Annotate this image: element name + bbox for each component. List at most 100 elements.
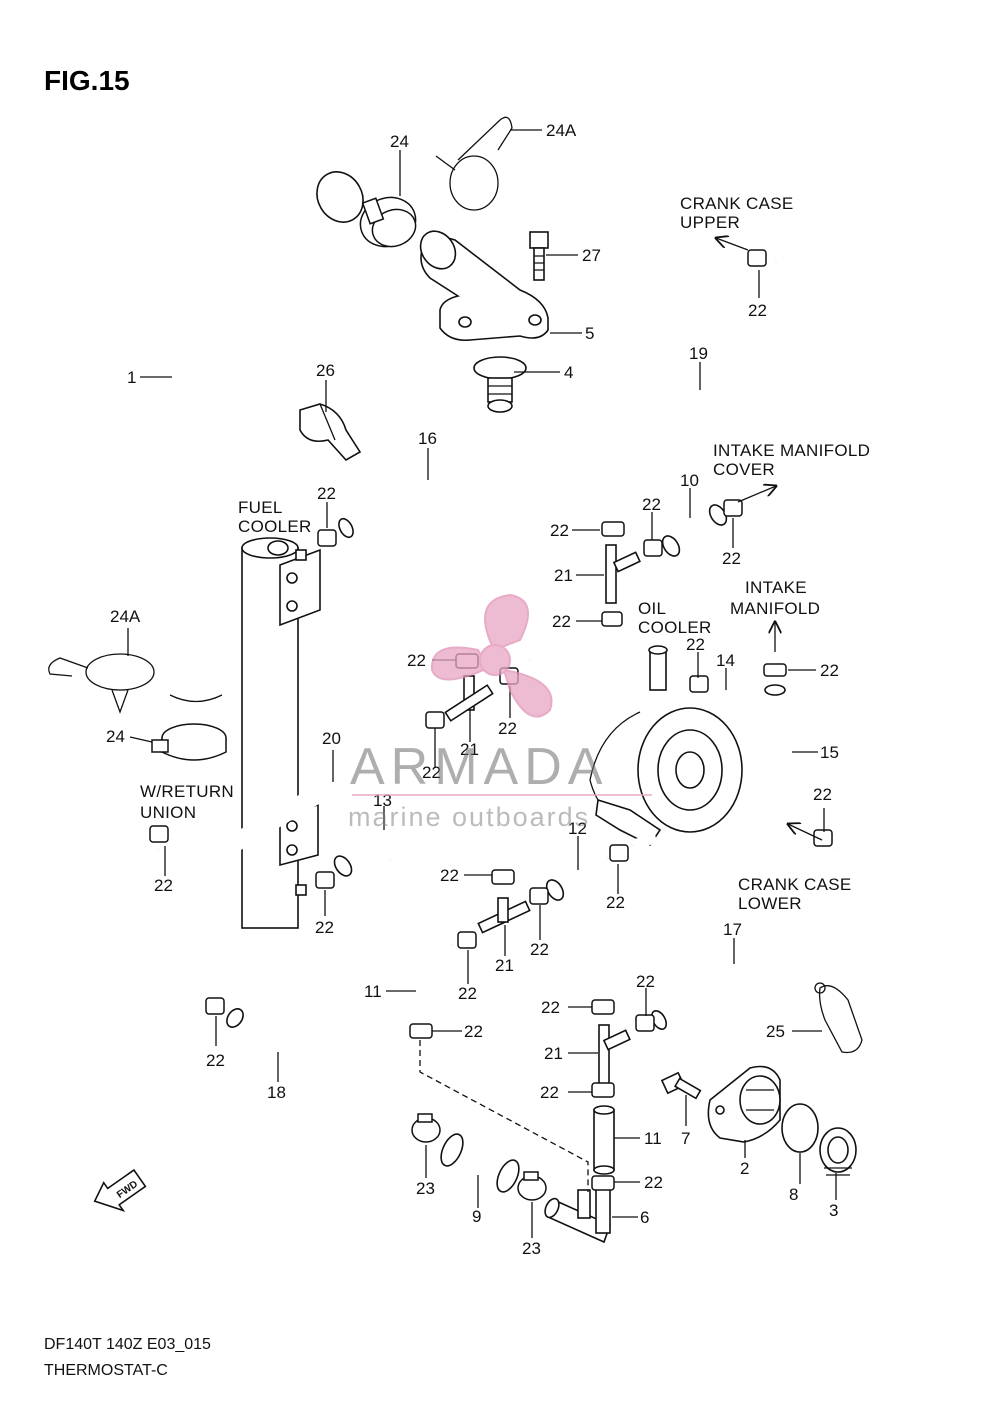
hose-part-18: [226, 857, 398, 1044]
clamps-part-23: [411, 1113, 547, 1201]
hose-part-9: [440, 1133, 520, 1193]
label-part-6: 6: [640, 1208, 649, 1227]
hose-part-17: [650, 840, 872, 1030]
label-part-22: 22: [636, 972, 655, 991]
label-part-22: 22: [686, 635, 705, 654]
clip-part-24A-left: [48, 653, 155, 714]
joint-part-21-c: [477, 897, 531, 934]
clamp-part-24-lower: [151, 723, 227, 761]
arrow-crank-case-upper: [716, 238, 749, 251]
fwd-arrow-icon: FWD: [93, 1168, 147, 1213]
label-part-20: 20: [322, 729, 341, 748]
label-part-21: 21: [495, 956, 514, 975]
label-part-4: 4: [564, 363, 573, 382]
label-part-11: 11: [364, 982, 382, 1001]
label-part-22: 22: [422, 763, 441, 782]
label-part-26: 26: [316, 361, 335, 380]
caption-fuel-cooler-2: COOLER: [238, 517, 312, 536]
caption-oil-cooler-1: OIL: [638, 599, 666, 618]
watermark-brand: ARMADA: [350, 738, 608, 796]
label-part-18: 18: [267, 1083, 286, 1102]
clamp-part-24-upper: [359, 196, 417, 248]
label-part-22: 22: [748, 301, 767, 320]
label-part-22: 22: [315, 918, 334, 937]
o-ring-part-8: [781, 1103, 819, 1153]
watermark-tagline: marine outboards: [348, 802, 590, 832]
reference-line: [419, 1040, 589, 1192]
hose-part-15: [594, 684, 786, 991]
label-part-19: 19: [689, 344, 708, 363]
valve-part-3: [819, 1127, 857, 1176]
figure-title: FIG.15: [44, 65, 130, 96]
label-part-3: 3: [829, 1201, 838, 1220]
label-part-2: 2: [740, 1159, 749, 1178]
label-part-27: 27: [582, 246, 601, 265]
label-part-22: 22: [498, 719, 517, 738]
label-part-22: 22: [642, 495, 661, 514]
caption-crank-case-upper-1: CRANK CASE: [680, 194, 794, 213]
label-part-22: 22: [530, 940, 549, 959]
caption-intake-manifold-1: INTAKE: [745, 578, 807, 597]
footer-model: DF140T 140Z E03_015: [44, 1336, 211, 1353]
arrow-crank-case-lower: [788, 824, 823, 841]
label-part-22: 22: [541, 998, 560, 1017]
label-part-22: 22: [644, 1173, 663, 1192]
watermark: ARMADA marine outboards: [348, 593, 652, 832]
housing-part-2: [707, 1065, 781, 1143]
label-part-22: 22: [540, 1083, 559, 1102]
leader-lines: [127, 129, 837, 1238]
label-part-22: 22: [813, 785, 832, 804]
label-part-22: 22: [154, 876, 173, 895]
oil-cooler: [589, 645, 743, 847]
label-part-12: 12: [568, 819, 587, 838]
thermostat-cover-part-5: [419, 230, 549, 342]
label-part-22: 22: [606, 893, 625, 912]
clip-part-26: [299, 403, 362, 462]
label-part-22: 22: [464, 1022, 483, 1041]
thermostat-part-4: [473, 356, 527, 413]
bolt-part-27: [529, 231, 549, 281]
hose-part-13: [333, 796, 509, 877]
label-part-5: 5: [585, 324, 594, 343]
joint-part-21-a: [605, 544, 641, 604]
caption-w-return-union-1: W/RETURN: [140, 782, 234, 801]
label-part-11: 11: [644, 1129, 662, 1148]
label-part-16: 16: [418, 429, 437, 448]
label-part-25: 25: [766, 1022, 785, 1041]
hose-part-12-b: [630, 833, 658, 850]
label-part-21: 21: [554, 566, 573, 585]
hose-part-20: [104, 671, 603, 906]
hose-part-19: [604, 252, 831, 520]
label-part-24: 24: [106, 727, 125, 746]
label-part-24A: 24A: [110, 607, 141, 626]
hose-part-11-left: [412, 937, 455, 1028]
label-part-10: 10: [680, 471, 699, 490]
caption-crank-case-lower-2: LOWER: [738, 894, 802, 913]
part-labels: 1 24 24A 27 5 4 26 16 22 19 10 22 22 22 …: [106, 121, 839, 1258]
hose-part-16: [338, 476, 474, 661]
label-part-22: 22: [458, 984, 477, 1003]
pipe-part-6: [544, 1187, 612, 1244]
hose-part-12-a: [545, 850, 613, 901]
caption-fuel-cooler-1: FUEL: [238, 498, 283, 517]
caption-crank-case-lower-1: CRANK CASE: [738, 875, 852, 894]
caption-crank-case-upper-2: UPPER: [680, 213, 740, 232]
caption-intake-manifold-cover-1: INTAKE MANIFOLD: [713, 441, 870, 460]
label-part-22: 22: [550, 521, 569, 540]
propeller-logo-icon: [430, 593, 553, 718]
label-part-22: 22: [552, 612, 571, 631]
hose-part-10: [661, 504, 728, 557]
label-part-22: 22: [440, 866, 459, 885]
hose-part-1: [169, 125, 364, 703]
fuel-cooler: [241, 537, 321, 929]
clip-part-24A-upper: [435, 116, 513, 211]
hose-part-11-bottom: [593, 1105, 615, 1175]
label-part-23: 23: [522, 1239, 541, 1258]
label-part-22: 22: [820, 661, 839, 680]
footer-section: THERMOSTAT-C: [44, 1362, 168, 1379]
label-part-22: 22: [317, 484, 336, 503]
label-part-22: 22: [206, 1051, 225, 1070]
caption-intake-manifold-2: MANIFOLD: [730, 599, 820, 618]
clip-part-25: [814, 982, 863, 1054]
